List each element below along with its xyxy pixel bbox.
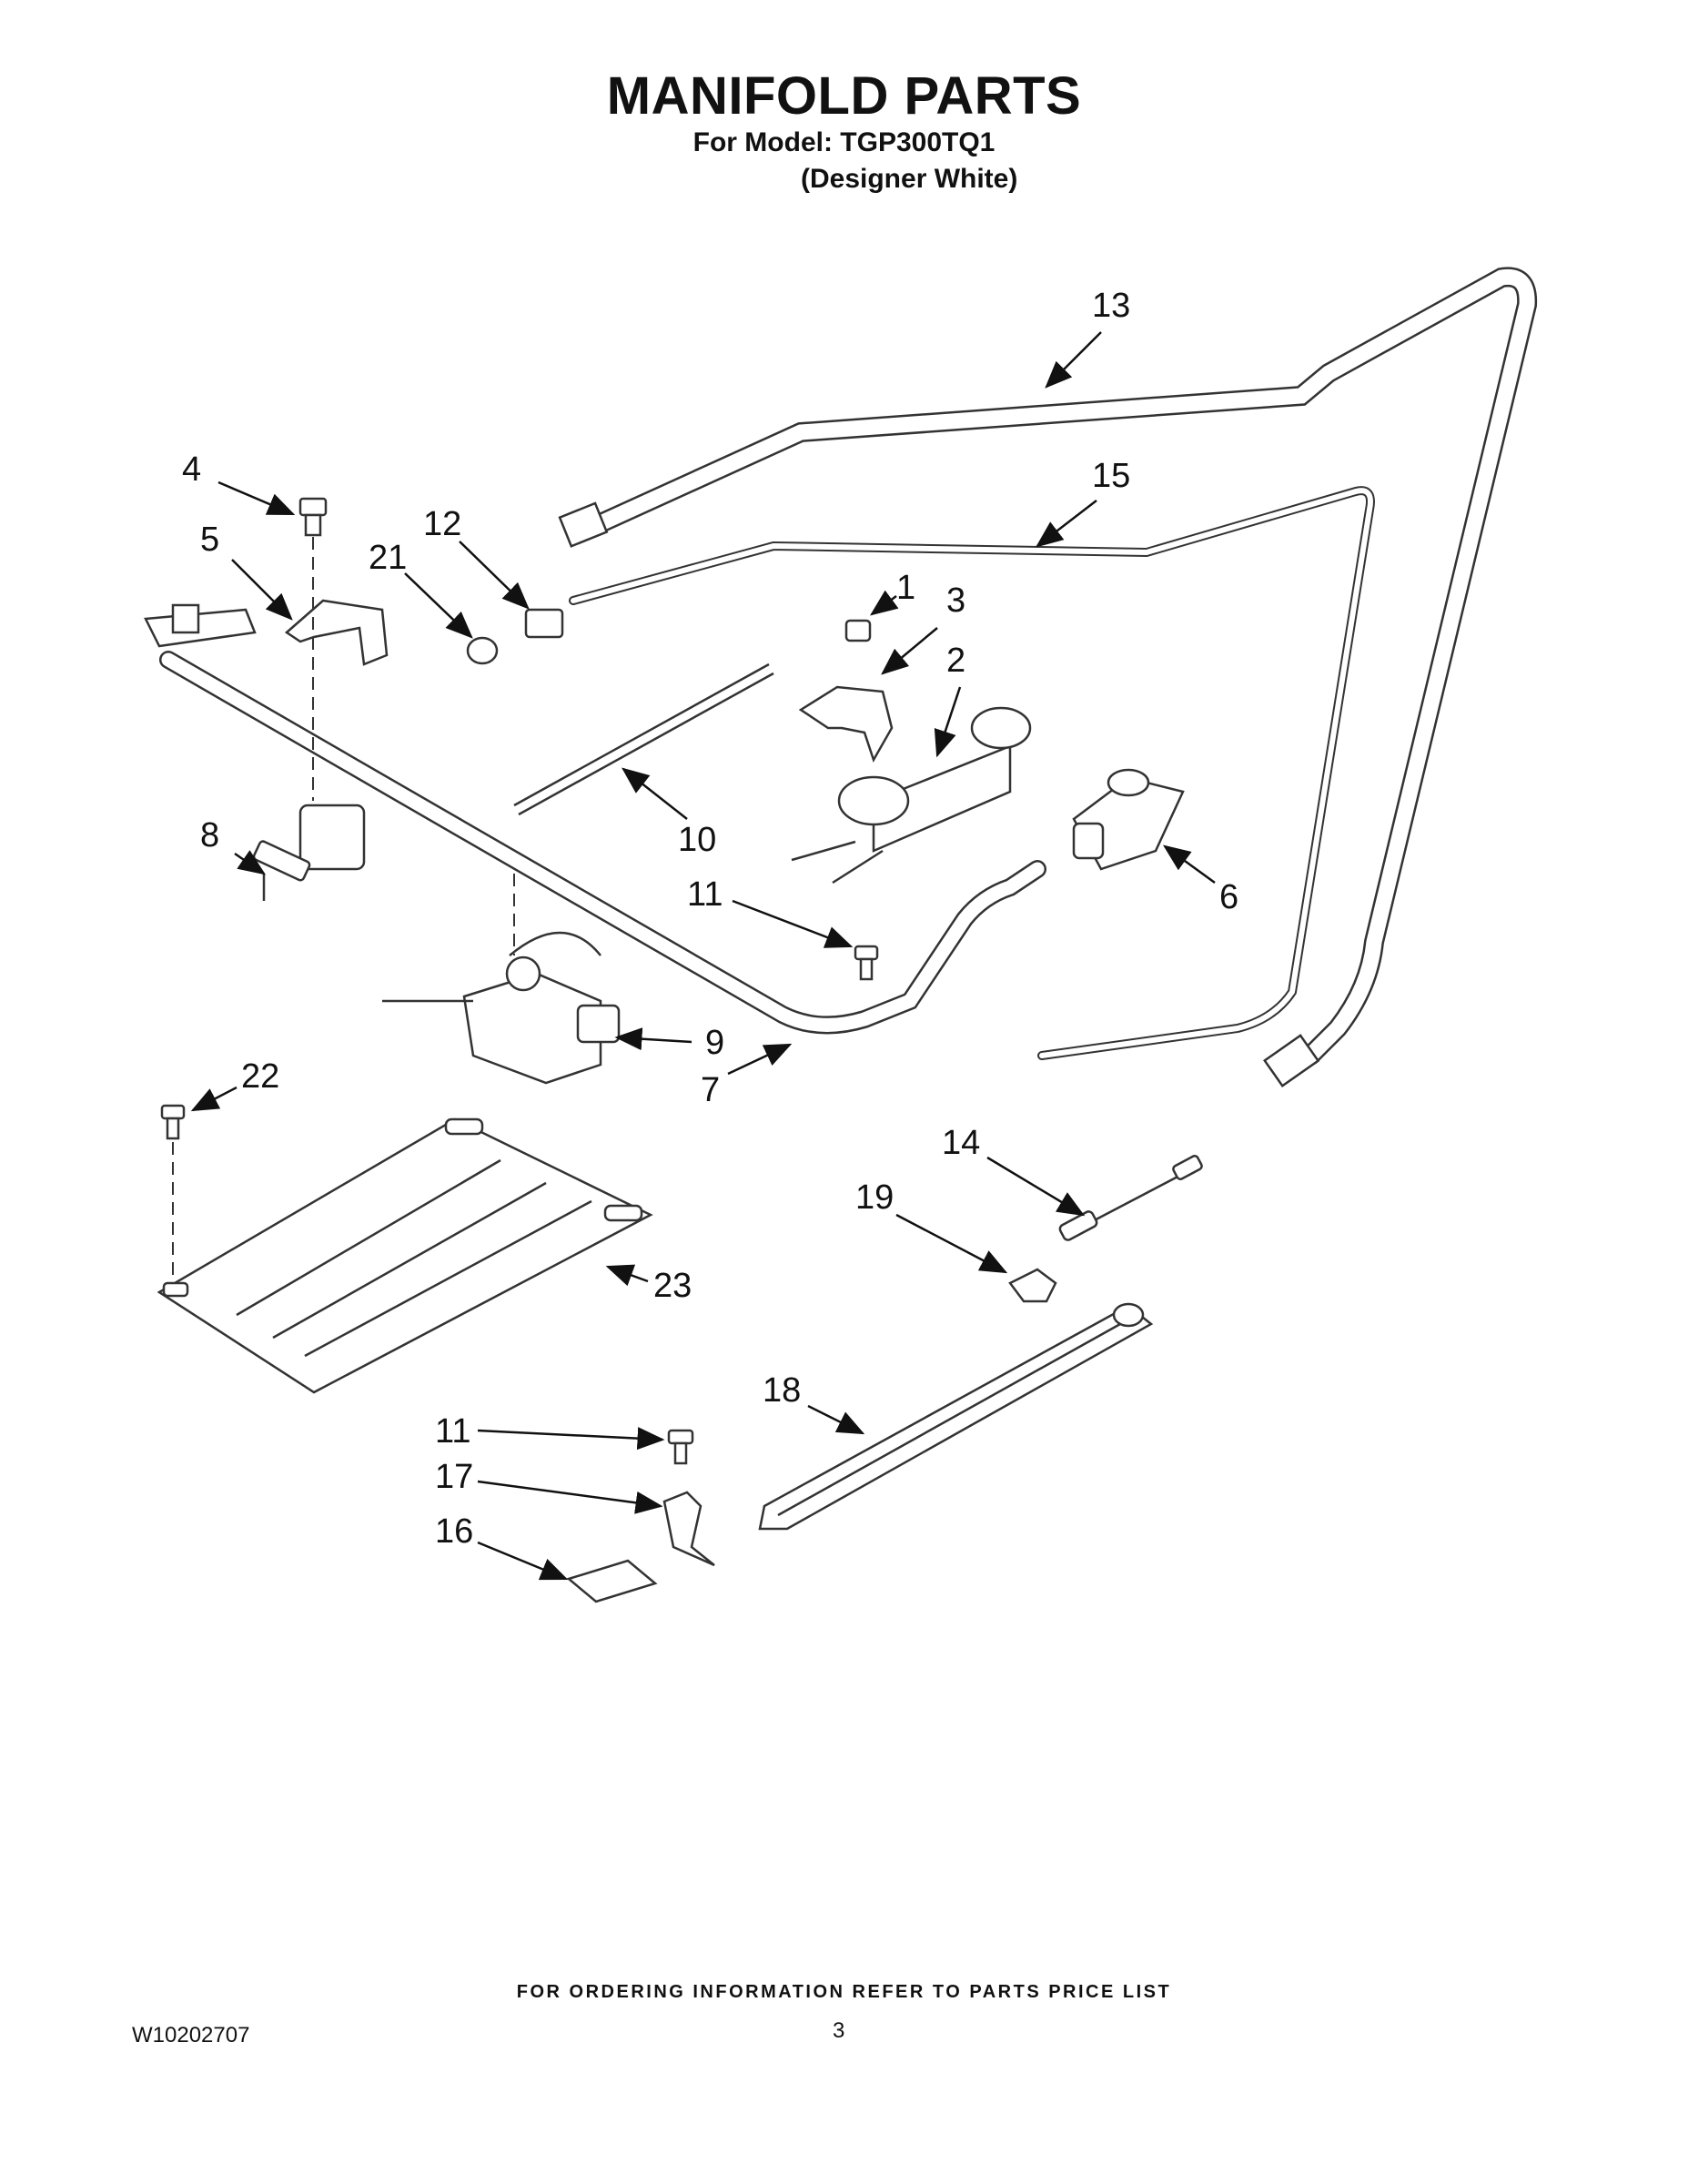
part-11-screw-upper [854,945,879,981]
part-5-bracket [144,599,389,666]
callout-12: 12 [423,505,530,610]
svg-text:23: 23 [653,1267,692,1305]
callout-11-upper: 11 [687,875,854,948]
part-15-pilot-tube [569,486,1375,1060]
callout-15: 15 [1036,457,1130,548]
callout-5: 5 [200,521,293,621]
ordering-note: FOR ORDERING INFORMATION REFER TO PARTS … [516,1982,1172,2002]
part-18-oven-burner [758,1302,1154,1531]
svg-text:6: 6 [1219,878,1238,916]
callout-23: 23 [605,1264,692,1305]
part-6-regulator [1072,768,1185,871]
part-1-nut [844,619,872,642]
svg-text:1: 1 [896,569,915,607]
callout-14: 14 [942,1124,1086,1217]
callout-19: 19 [855,1178,1008,1274]
svg-text:7: 7 [701,1071,720,1109]
callout-3: 3 [881,581,965,675]
svg-text:22: 22 [241,1057,279,1096]
callout-9: 9 [614,1024,724,1062]
part-2-burner-assembly [791,706,1032,885]
callout-1: 1 [869,569,915,616]
model-line: For Model: TGP300TQ1 [692,127,996,157]
svg-text:4: 4 [182,450,201,489]
svg-text:14: 14 [942,1124,980,1162]
svg-text:21: 21 [369,539,407,577]
part-3-bracket [798,685,894,763]
model-variant: (Designer White) [801,164,1018,194]
callout-22: 22 [190,1057,279,1112]
svg-text:11: 11 [687,875,723,914]
svg-text:3: 3 [946,581,965,620]
svg-text:18: 18 [763,1371,801,1410]
part-16-clip [566,1559,658,1603]
part-13-gas-supply-tube [558,267,1538,1088]
svg-text:19: 19 [855,1178,894,1217]
document-number: W10202707 [132,2023,250,2048]
callout-13: 13 [1045,287,1130,389]
part-9-valve-assembly [382,931,621,1085]
part-22-screw [160,1104,186,1140]
svg-text:10: 10 [678,821,716,859]
svg-text:5: 5 [200,521,219,559]
svg-text:2: 2 [946,642,965,680]
svg-text:17: 17 [435,1458,473,1496]
callout-7: 7 [701,1043,793,1109]
callout-21: 21 [369,539,473,639]
callout-11-lower: 11 [435,1412,665,1451]
callout-16: 16 [435,1512,569,1581]
svg-text:9: 9 [705,1024,724,1062]
part-10-igniter-wire [513,662,774,816]
svg-text:8: 8 [200,816,219,854]
callout-17: 17 [435,1458,663,1514]
callout-4: 4 [182,450,296,516]
part-17-clip [662,1491,715,1567]
callout-8: 8 [200,816,267,875]
part-19-bracket [1008,1268,1057,1303]
callout-18: 18 [763,1371,865,1435]
part-4-screw [298,497,328,537]
callout-10: 10 [622,767,716,859]
part-21-grommet [466,636,499,665]
part-12-fitting [524,608,564,639]
svg-text:12: 12 [423,505,461,543]
part-23-heat-shield [157,1117,653,1394]
page-number: 3 [833,2018,845,2043]
part-11-screw-lower [667,1429,694,1465]
part-14-thermocouple [1058,1155,1203,1241]
svg-text:16: 16 [435,1512,473,1551]
callout-6: 6 [1162,844,1238,916]
page-title: MANIFOLD PARTS [606,66,1082,126]
part-7-manifold-pipe [159,651,1046,1035]
callout-2: 2 [934,642,965,758]
svg-text:11: 11 [435,1412,470,1451]
svg-text:15: 15 [1092,457,1130,495]
part-8-valve [252,804,366,901]
svg-text:13: 13 [1092,287,1130,325]
